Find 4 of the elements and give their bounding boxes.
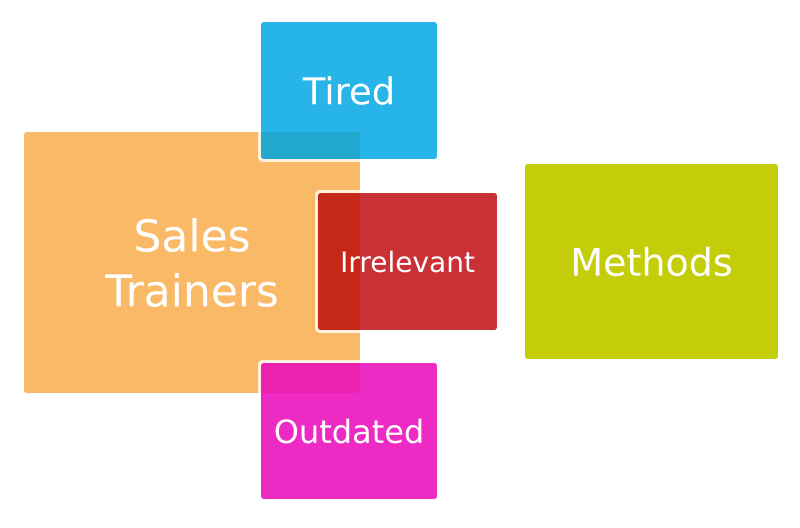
- text-box: Outdated: [258, 360, 437, 499]
- text-box: Methods: [525, 164, 778, 359]
- text-box: Tired: [258, 22, 437, 162]
- text-box: Irrelevant: [315, 190, 497, 333]
